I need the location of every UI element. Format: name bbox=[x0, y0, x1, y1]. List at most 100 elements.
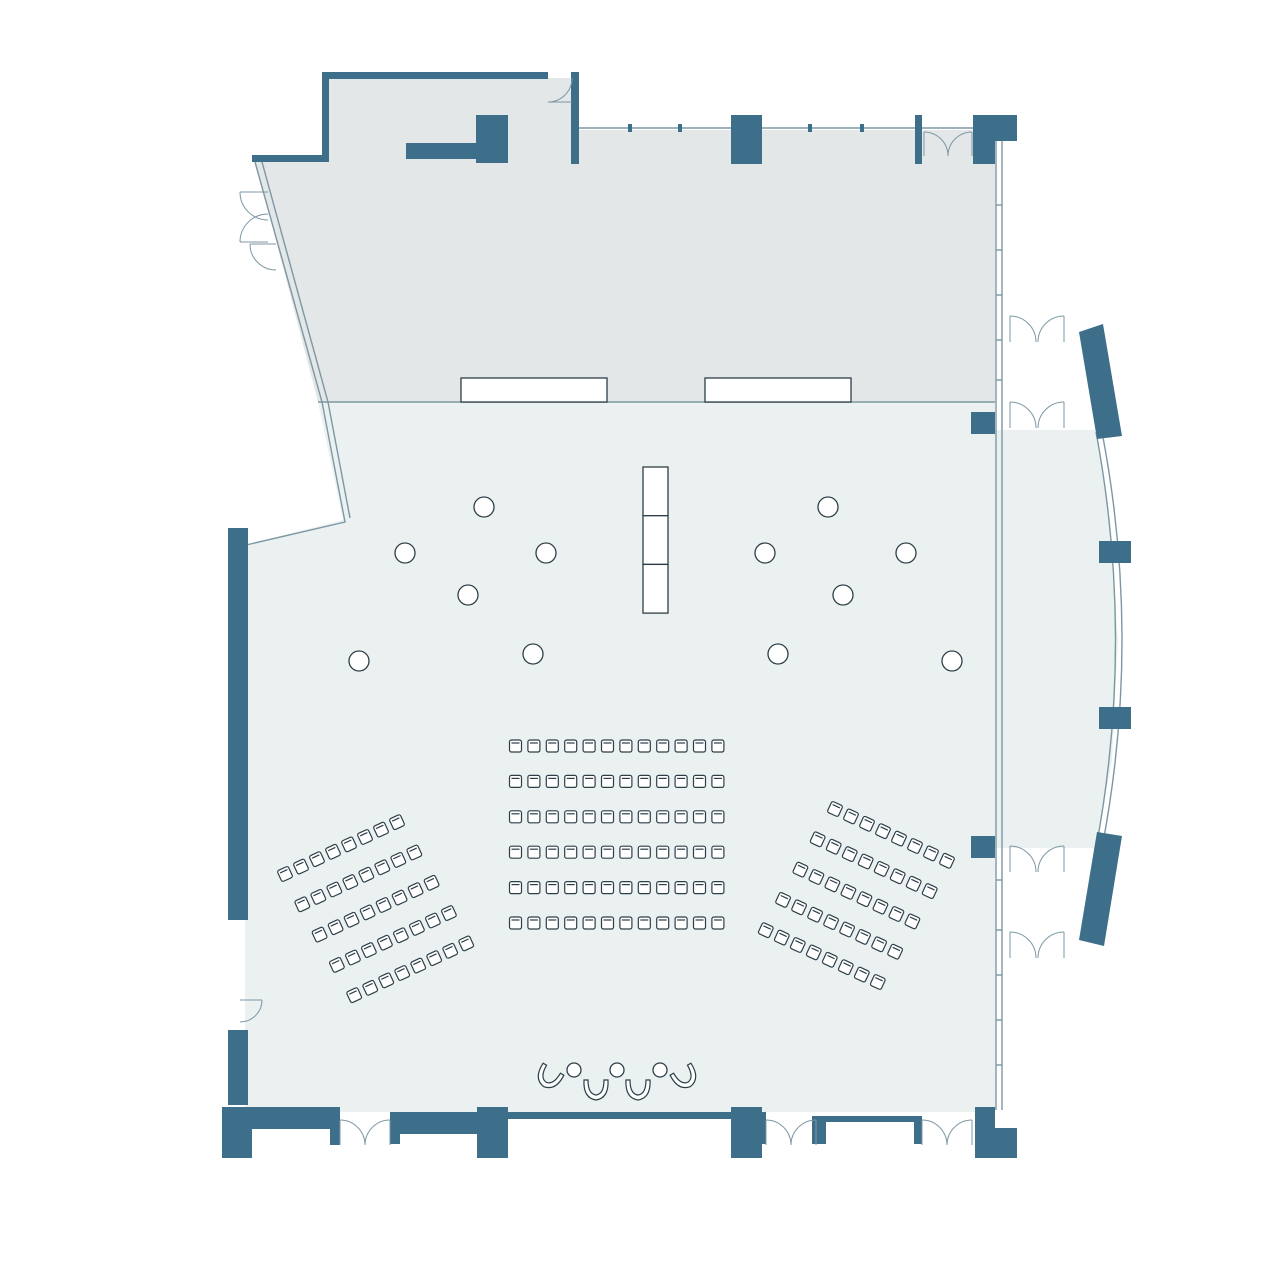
chair-back bbox=[379, 937, 388, 943]
door bbox=[946, 1119, 973, 1146]
chair bbox=[656, 880, 670, 895]
chair-back bbox=[845, 886, 854, 892]
door-swing bbox=[239, 213, 269, 243]
chair-back bbox=[893, 909, 902, 914]
chair bbox=[637, 880, 651, 895]
chair-back bbox=[880, 826, 889, 831]
curved-glazing bbox=[1095, 431, 1117, 849]
chair bbox=[600, 739, 615, 753]
chair-seat bbox=[358, 866, 375, 883]
chair-seat bbox=[508, 916, 523, 930]
chair bbox=[344, 949, 361, 966]
chair-back bbox=[895, 871, 903, 876]
chair-seat bbox=[527, 810, 541, 824]
chair-back bbox=[411, 922, 420, 928]
chair-seat bbox=[545, 810, 559, 824]
chair-seat bbox=[891, 830, 907, 847]
lounge-chair bbox=[583, 1079, 609, 1101]
chair bbox=[508, 845, 523, 859]
chair bbox=[674, 916, 688, 930]
chair bbox=[582, 810, 596, 824]
chair bbox=[873, 860, 890, 877]
partition-panel-left bbox=[460, 377, 608, 403]
chair-seat bbox=[656, 774, 670, 789]
chair-seat bbox=[545, 845, 559, 859]
lounge-chair-shell bbox=[583, 1079, 609, 1101]
wall-segment bbox=[973, 115, 995, 164]
chair bbox=[582, 774, 596, 789]
chair-seat bbox=[656, 739, 670, 753]
ballroom-area bbox=[245, 402, 1118, 1112]
door bbox=[1037, 931, 1065, 959]
partition-panel-right bbox=[704, 377, 852, 403]
chair-seat bbox=[508, 845, 523, 859]
chair-seat bbox=[939, 852, 955, 869]
chair-back bbox=[944, 855, 953, 861]
chair-seat bbox=[328, 956, 345, 973]
chair bbox=[837, 959, 854, 976]
chair-seat bbox=[527, 774, 541, 789]
chair-seat bbox=[674, 845, 688, 859]
chair bbox=[424, 912, 441, 929]
chair-seat bbox=[582, 810, 596, 824]
chair-seat bbox=[692, 880, 707, 895]
door bbox=[947, 131, 973, 157]
chair-back bbox=[331, 959, 340, 965]
chair bbox=[711, 774, 725, 789]
chair bbox=[692, 810, 707, 824]
chair bbox=[426, 950, 443, 967]
chair bbox=[921, 883, 938, 900]
door bbox=[364, 1119, 391, 1146]
wall-segment bbox=[731, 1107, 762, 1158]
chair-seat bbox=[344, 949, 361, 966]
chair-seat bbox=[408, 919, 425, 936]
chair bbox=[887, 943, 904, 960]
chair-seat bbox=[841, 846, 858, 863]
chair-back bbox=[797, 864, 806, 870]
chair bbox=[392, 927, 409, 944]
buffet-segment bbox=[642, 563, 669, 614]
prefunction-area bbox=[255, 78, 995, 402]
chair bbox=[637, 916, 651, 930]
right-seating-wing bbox=[757, 801, 955, 990]
chair bbox=[389, 814, 405, 831]
chair-back bbox=[864, 818, 873, 824]
chair bbox=[440, 905, 457, 922]
chair-back bbox=[349, 990, 357, 995]
chair bbox=[674, 845, 688, 859]
partition-panels bbox=[460, 377, 852, 403]
chair-seat bbox=[692, 739, 707, 753]
chair-seat bbox=[875, 823, 891, 840]
chair bbox=[508, 810, 523, 824]
chair-seat bbox=[619, 916, 633, 930]
chair bbox=[378, 972, 395, 989]
chair-seat bbox=[389, 814, 405, 831]
chair-seat bbox=[873, 860, 890, 877]
chair bbox=[841, 846, 858, 863]
chair-seat bbox=[564, 774, 578, 789]
chair bbox=[692, 774, 707, 789]
chair bbox=[508, 774, 523, 789]
chair-seat bbox=[674, 739, 688, 753]
west-slanted-wall-inner bbox=[261, 161, 351, 519]
chair bbox=[564, 810, 578, 824]
chair-seat bbox=[527, 845, 541, 859]
chair-seat bbox=[582, 774, 596, 789]
chair-back bbox=[359, 832, 368, 837]
wall-segment bbox=[731, 115, 762, 164]
chair-back bbox=[426, 877, 435, 883]
buffet-table bbox=[642, 466, 669, 614]
chair-seat bbox=[374, 859, 391, 876]
wall-segment bbox=[975, 1128, 1017, 1158]
chair bbox=[656, 916, 670, 930]
chair-seat bbox=[359, 904, 376, 921]
chair-back bbox=[429, 953, 437, 958]
chair-seat bbox=[375, 897, 392, 913]
chair-back bbox=[409, 847, 417, 852]
chair-seat bbox=[293, 858, 309, 875]
chair bbox=[343, 911, 360, 928]
chair bbox=[711, 916, 725, 930]
chair-seat bbox=[921, 883, 938, 900]
chair-back bbox=[297, 899, 305, 904]
chair bbox=[889, 868, 906, 885]
